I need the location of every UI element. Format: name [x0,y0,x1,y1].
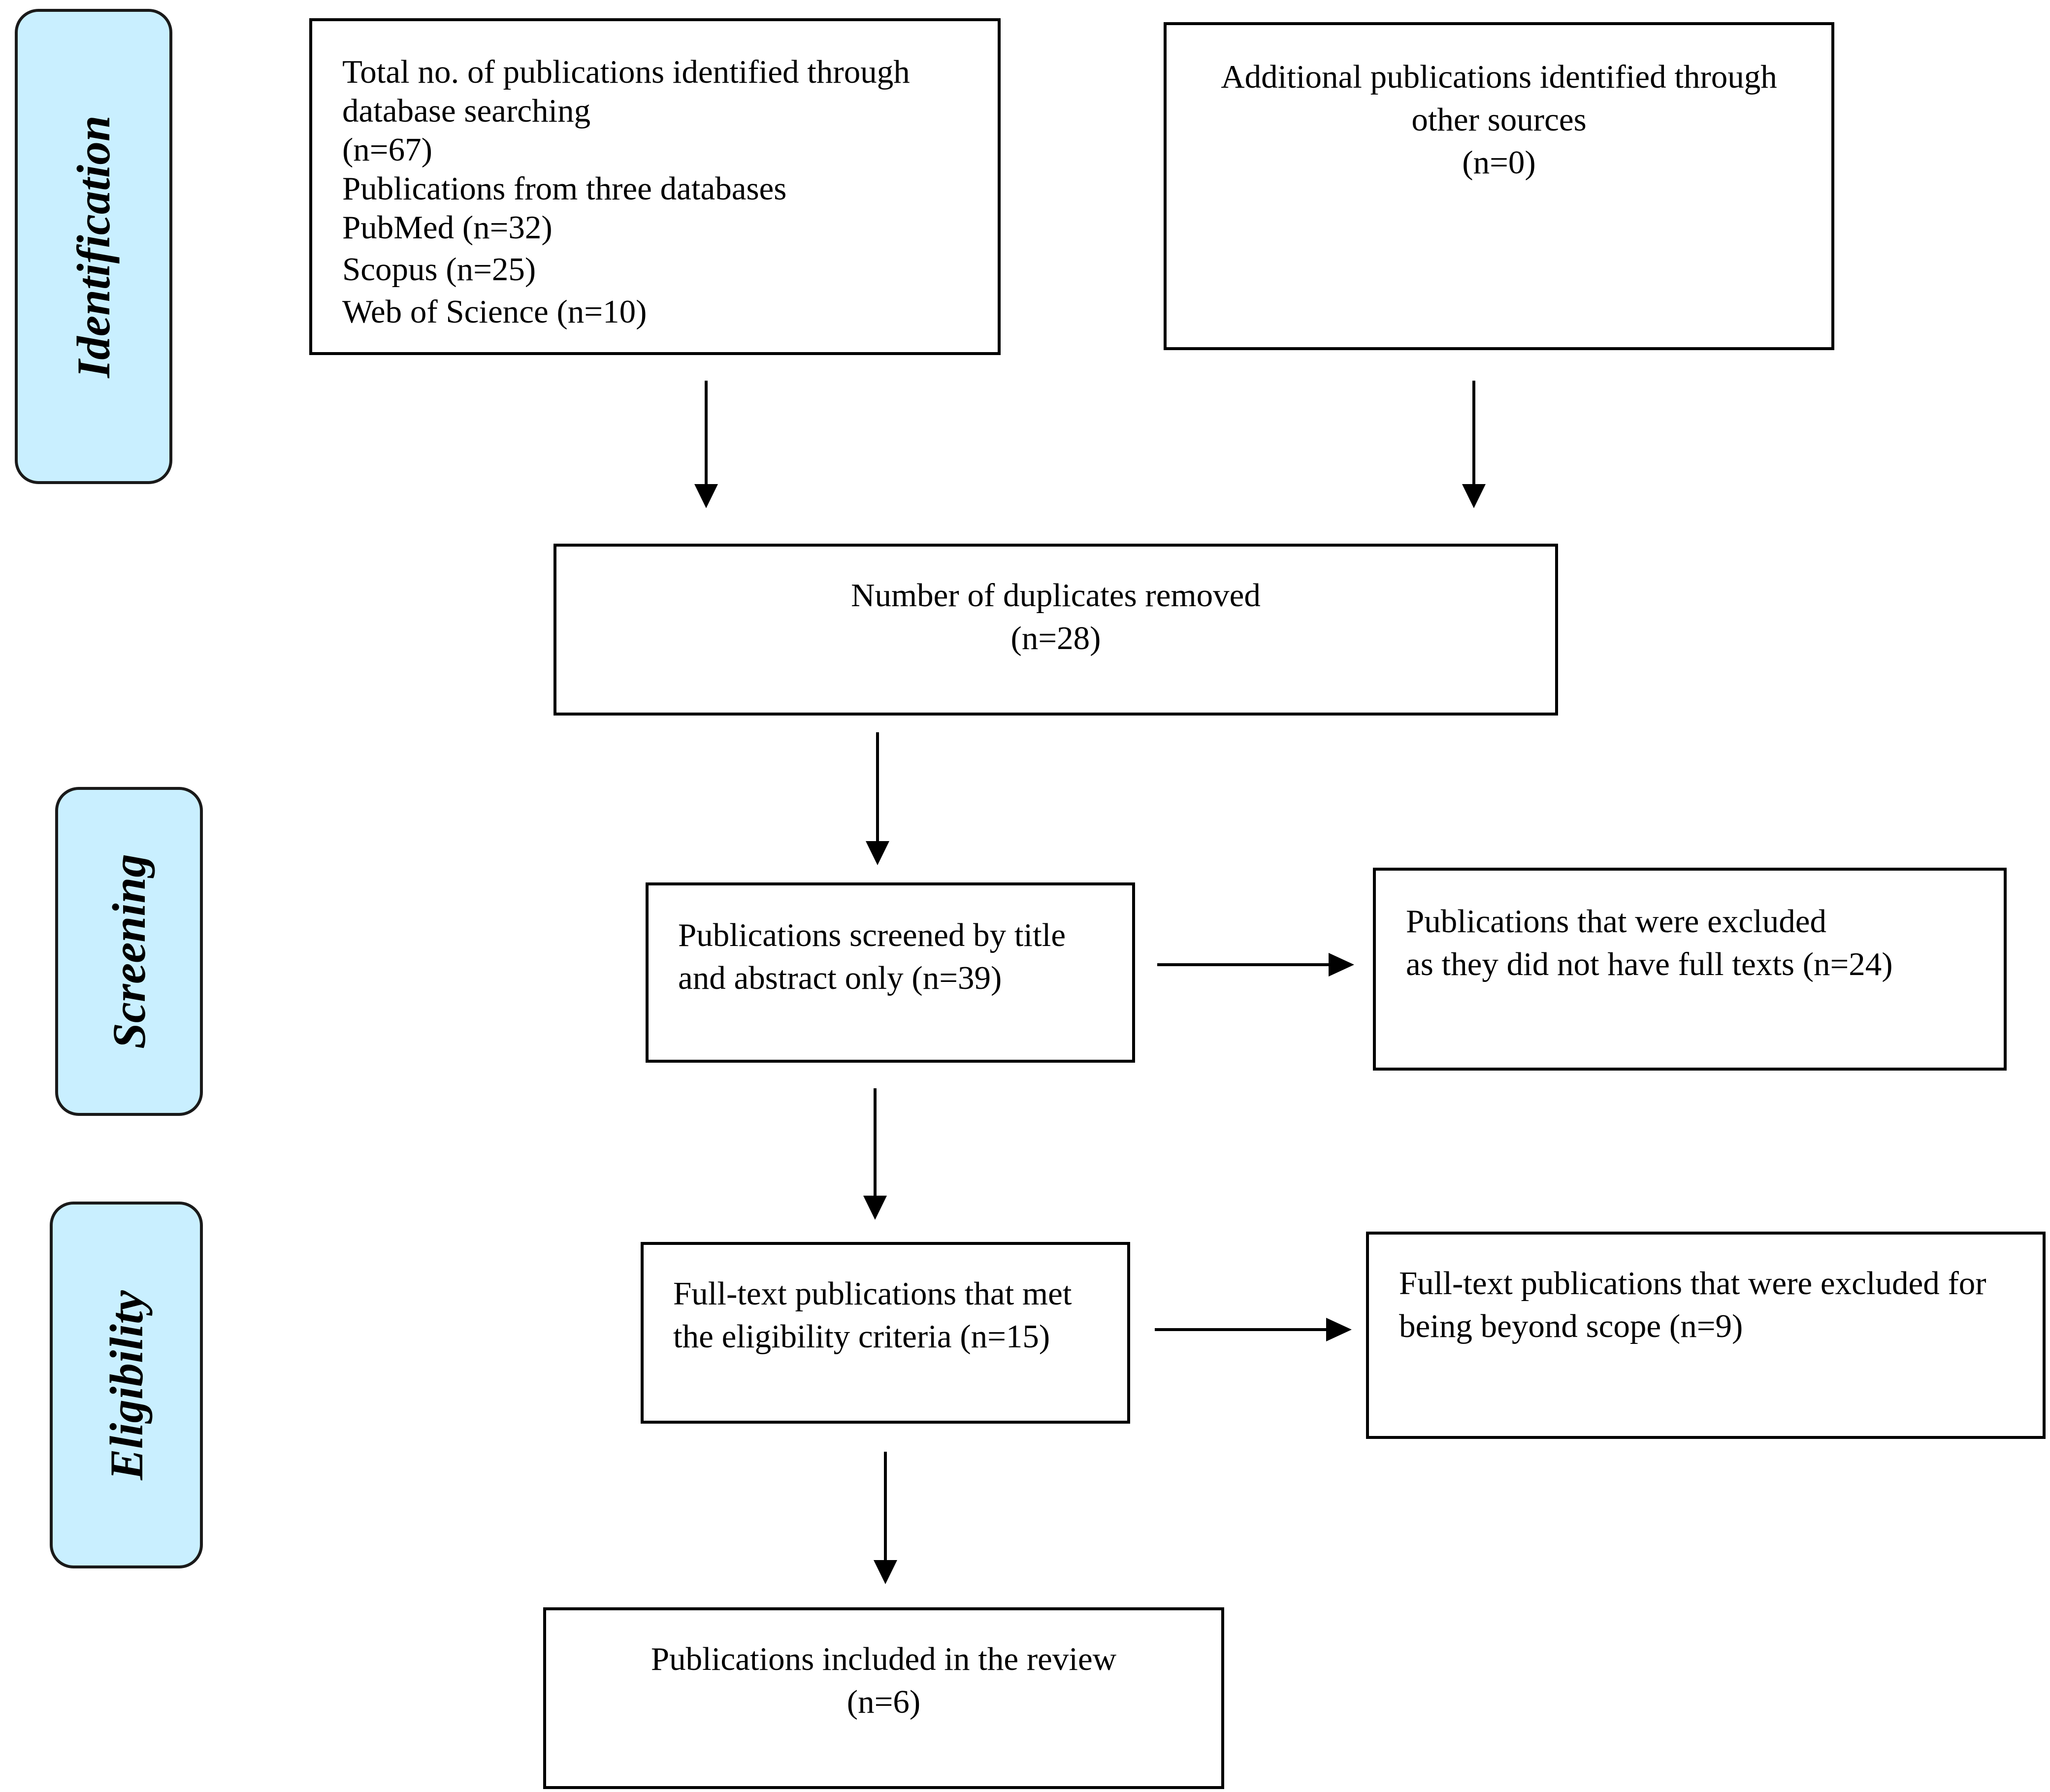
box-eligible: Full-text publications that met the elig… [641,1242,1130,1424]
arrowhead-other-to-duplicates [1462,484,1486,508]
box-included: Publications included in the review (n=6… [543,1607,1224,1789]
box-database-search-line: database searching [342,93,591,130]
stage-label-eligibility-text: Eligibility [100,1290,153,1480]
arrowhead-duplicates-to-screened [866,841,889,865]
box-included-line: (n=6) [846,1684,921,1721]
box-eligible-line: the eligibility criteria (n=15) [673,1318,1050,1355]
stage-label-screening: Screening [55,787,203,1116]
box-screened-line: and abstract only (n=39) [678,960,1002,997]
box-screened: Publications screened by title and abstr… [646,882,1135,1063]
stage-label-identification-text: Identification [67,115,120,378]
arrowhead-database-to-duplicates [694,484,718,508]
stage-label-eligibility: Eligibility [50,1202,203,1568]
box-duplicates-removed: Number of duplicates removed (n=28) [553,544,1558,716]
box-other-sources-line: Additional publications identified throu… [1221,59,1777,95]
box-database-search-line: (n=67) [342,131,432,168]
arrowhead-screened-to-eligible [863,1196,887,1220]
box-database-search-line: PubMed (n=32) [342,209,553,246]
box-database-search: Total no. of publications identified thr… [309,18,1001,355]
box-eligible-line: Full-text publications that met [673,1275,1072,1312]
box-database-search-line: Web of Science (n=10) [342,293,647,330]
arrowhead-screened-to-excluded [1329,953,1354,977]
arrowhead-eligible-to-included [874,1560,897,1584]
box-excluded-no-fulltext-line: Publications that were excluded [1406,903,1826,940]
box-other-sources-line: other sources [1411,101,1587,138]
arrowhead-eligible-to-excluded [1326,1318,1352,1341]
box-duplicates-removed-line: (n=28) [1010,620,1101,657]
box-database-search-line: Scopus (n=25) [342,251,536,288]
box-excluded-scope: Full-text publications that were exclude… [1366,1232,2046,1439]
stage-label-identification: Identification [15,9,172,484]
box-excluded-scope-line: Full-text publications that were exclude… [1399,1265,1986,1302]
stage-label-screening-text: Screening [103,854,155,1049]
box-duplicates-removed-line: Number of duplicates removed [851,577,1261,614]
box-database-search-line: Publications from three databases [342,170,787,207]
box-included-line: Publications included in the review [651,1641,1117,1677]
box-excluded-no-fulltext: Publications that were excluded as they … [1373,868,2007,1071]
box-other-sources-line: (n=0) [1462,144,1536,181]
box-screened-line: Publications screened by title [678,917,1066,953]
box-excluded-no-fulltext-line: as they did not have full texts (n=24) [1406,946,1893,983]
box-excluded-scope-line: being beyond scope (n=9) [1399,1308,1743,1345]
box-database-search-line: Total no. of publications identified thr… [342,54,910,90]
box-other-sources: Additional publications identified throu… [1164,22,1834,350]
